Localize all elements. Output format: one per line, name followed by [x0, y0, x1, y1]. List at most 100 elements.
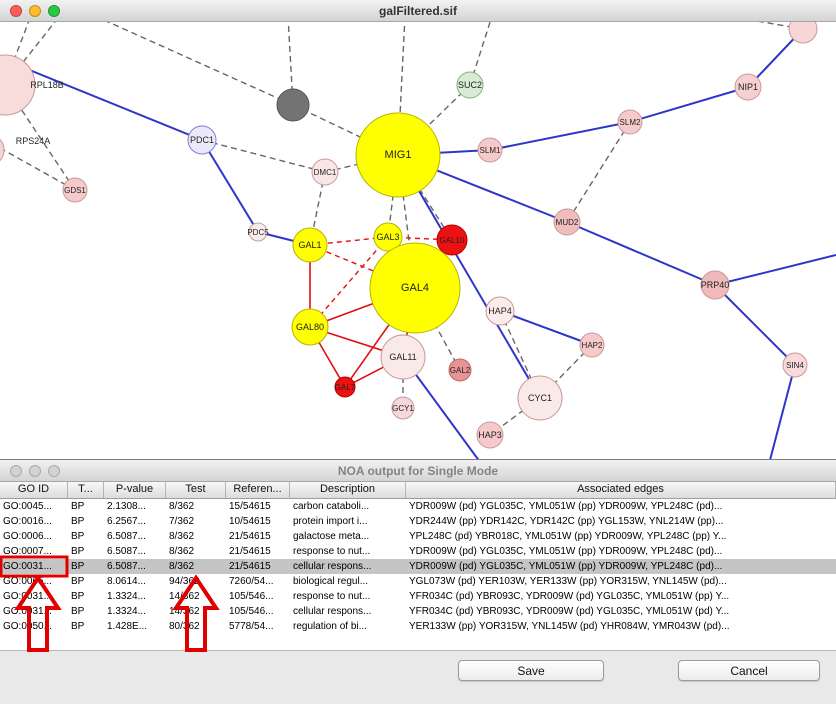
node-prp40[interactable]: [700, 270, 730, 300]
node-rpl18b[interactable]: [0, 54, 36, 116]
node-hap3[interactable]: [476, 421, 504, 449]
node-nip1[interactable]: [734, 73, 762, 101]
node-pdc5[interactable]: [248, 222, 268, 242]
column-header[interactable]: P-value: [104, 482, 166, 498]
node-gal2[interactable]: [448, 358, 472, 382]
node-mud2[interactable]: [553, 208, 581, 236]
node-slm1[interactable]: [477, 137, 503, 163]
node-gds1[interactable]: [62, 177, 88, 203]
minimize-button[interactable]: [29, 5, 41, 17]
table-cell: GO:0006...: [3, 531, 52, 542]
node-slm2[interactable]: [617, 109, 643, 135]
node-rps24a[interactable]: [0, 134, 5, 166]
table-cell: 8.0614...: [107, 576, 146, 587]
table-cell: YPL248C (pd) YBR018C, YML051W (pp) YDR00…: [409, 531, 727, 542]
edge-blue: [201, 139, 259, 233]
column-header[interactable]: GO ID: [0, 482, 68, 498]
table-cell: GO:0050...: [3, 621, 52, 632]
table-cell: YDR009W (pd) YGL035C, YML051W (pp) YDR00…: [409, 501, 723, 512]
node-gal11[interactable]: [380, 334, 426, 380]
node-hap2[interactable]: [579, 332, 605, 358]
column-header[interactable]: Description: [290, 482, 406, 498]
node-hap4[interactable]: [485, 296, 515, 326]
network-titlebar: galFiltered.sif: [0, 0, 836, 22]
edge-blue: [566, 221, 716, 286]
node-suc2[interactable]: [456, 71, 484, 99]
table-cell: 105/546...: [229, 606, 274, 617]
table-cell: 5778/54...: [229, 621, 274, 632]
traffic-lights-inactive: [10, 465, 60, 477]
table-cell: YFR034C (pd) YBR093C, YDR009W (pd) YGL03…: [409, 606, 730, 617]
table-cell: 8/362: [169, 561, 195, 572]
table-cell: cellular respons...: [293, 561, 372, 572]
window-title: galFiltered.sif: [378, 3, 458, 18]
table-cell: 80/362: [169, 621, 200, 632]
table-cell: BP: [71, 516, 85, 527]
node-gal80[interactable]: [291, 308, 329, 346]
edge-dashed: [566, 121, 631, 223]
column-header[interactable]: T...: [68, 482, 104, 498]
zoom-button[interactable]: [48, 465, 60, 477]
table-cell: GO:0031...: [3, 606, 52, 617]
table-cell: response to nut...: [293, 591, 371, 602]
edge-dashed: [201, 139, 326, 173]
node-cyc1[interactable]: [517, 375, 563, 421]
table-cell: 6.5087...: [107, 531, 146, 542]
table-cell: 105/546...: [229, 591, 274, 602]
node-label: SIN4: [786, 361, 804, 370]
zoom-button[interactable]: [48, 5, 60, 17]
table-cell: YDR009W (pd) YGL035C, YML051W (pp) YDR00…: [409, 546, 723, 557]
node-corner[interactable]: [788, 22, 818, 44]
edge-blue: [714, 284, 796, 366]
node-gcy1[interactable]: [391, 396, 415, 420]
table-cell: 2.1308...: [107, 501, 146, 512]
close-button[interactable]: [10, 5, 22, 17]
node-gal10[interactable]: [436, 224, 468, 256]
cancel-button[interactable]: Cancel: [678, 660, 820, 681]
table-cell: 6.5087...: [107, 546, 146, 557]
node-pdc1[interactable]: [187, 125, 217, 155]
column-header[interactable]: Associated edges: [406, 482, 836, 498]
table-cell: BP: [71, 531, 85, 542]
node-gal3[interactable]: [373, 222, 403, 252]
edge-blue: [714, 254, 836, 286]
node-gal1[interactable]: [292, 227, 328, 263]
node-sin4[interactable]: [782, 352, 808, 378]
node-label: NIP1: [738, 82, 758, 92]
node-label: GDS1: [64, 186, 86, 195]
node-gray1[interactable]: [276, 88, 310, 122]
close-button[interactable]: [10, 465, 22, 477]
table-cell: GO:0031...: [3, 591, 52, 602]
column-header[interactable]: Referen...: [226, 482, 290, 498]
node-gal4[interactable]: [369, 242, 461, 334]
node-label: GAL1: [298, 240, 321, 250]
minimize-button[interactable]: [29, 465, 41, 477]
table-cell: GO:0065...: [3, 576, 52, 587]
table-cell: GO:0007...: [3, 546, 52, 557]
node-dmc1[interactable]: [311, 158, 339, 186]
column-header[interactable]: Test: [166, 482, 226, 498]
noa-titlebar: NOA output for Single Mode: [0, 460, 836, 482]
node-label: RPL18B: [30, 80, 64, 90]
table-cell: BP: [71, 606, 85, 617]
node-label: SUC2: [458, 80, 482, 90]
table-cell: GO:0016...: [3, 516, 52, 527]
node-mig1[interactable]: [355, 112, 441, 198]
table-cell: cellular respons...: [293, 606, 372, 617]
save-button[interactable]: Save: [458, 660, 604, 681]
edge-reddash: [309, 236, 389, 328]
node-gal7[interactable]: [334, 376, 356, 398]
table-cell: galactose meta...: [293, 531, 370, 542]
